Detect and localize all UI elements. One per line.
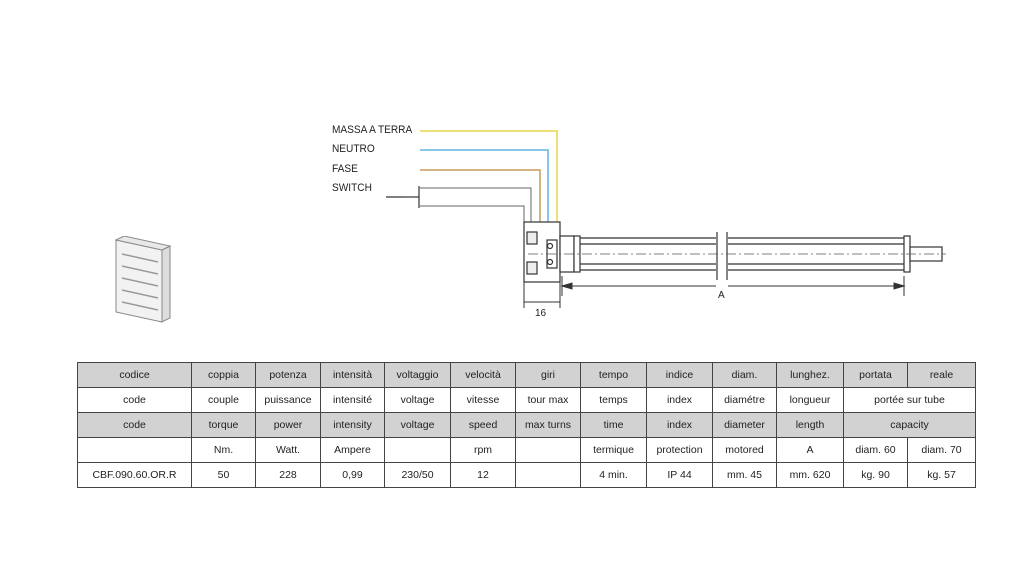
table-cell: max turns [515,412,581,438]
table-cell: mm. 620 [776,462,844,488]
table-cell: diamétre [712,387,777,413]
table-cell: Watt. [255,437,321,463]
table-cell: A [776,437,844,463]
table-row-italian: codice coppia potenza intensità voltaggi… [77,362,976,388]
label-neutral: NEUTRO [332,143,375,155]
dimension-a-label: A [718,290,725,301]
dimension-a [560,276,906,296]
table-cell: tempo [580,362,647,388]
table-cell: kg. 90 [843,462,908,488]
table-cell: portata [843,362,908,388]
spec-table: codice coppia potenza intensità voltaggi… [77,362,976,488]
table-cell: rpm [450,437,516,463]
table-cell: velocità [450,362,516,388]
table-cell: puissance [255,387,321,413]
label-phase: FASE [332,163,358,175]
table-cell: longueur [776,387,844,413]
table-cell: code [77,412,192,438]
table-cell: code [77,387,192,413]
dimension-16-label: 16 [535,308,547,319]
table-cell: kg. 57 [907,462,976,488]
table-cell: intensité [320,387,385,413]
table-cell [515,462,581,488]
table-cell: 12 [450,462,516,488]
table-cell: potenza [255,362,321,388]
table-cell: time [580,412,647,438]
table-cell: codice [77,362,192,388]
table-cell: index [646,387,713,413]
table-cell: Nm. [191,437,256,463]
table-cell: intensità [320,362,385,388]
motor-diagram: A 16 MASSA A TERRA NEUTRO FASE SWITCH [114,124,946,323]
table-cell: coppia [191,362,256,388]
table-cell: indice [646,362,713,388]
table-cell: mm. 45 [712,462,777,488]
table-cell: CBF.090.60.OR.R [77,462,192,488]
table-cell: 4 min. [580,462,647,488]
table-cell: index [646,412,713,438]
dimension-16 [523,282,561,308]
table-cell: reale [907,362,976,388]
motor-drawing: A 16 [386,130,946,319]
table-cell: giri [515,362,581,388]
table-cell: voltage [384,412,451,438]
table-cell: capacity [843,412,976,438]
table-cell: 50 [191,462,256,488]
table-cell [515,437,581,463]
table-cell: temps [580,387,647,413]
table-cell: intensity [320,412,385,438]
table-cell: portée sur tube [843,387,976,413]
wire-switch-top [420,187,532,222]
table-row-units: Nm. Watt. Ampere rpm termique protection… [77,437,976,463]
motor-head [523,221,581,283]
table-cell [77,437,192,463]
wire-neutral [420,149,549,222]
table-cell: 228 [255,462,321,488]
table-cell: voltaggio [384,362,451,388]
table-cell: power [255,412,321,438]
table-cell: motored [712,437,777,463]
table-cell: lunghez. [776,362,844,388]
label-switch: SWITCH [332,182,372,194]
table-row-values: CBF.090.60.OR.R 50 228 0,99 230/50 12 4 … [77,462,976,488]
table-cell: diam. [712,362,777,388]
table-cell: couple [191,387,256,413]
table-cell: Ampere [320,437,385,463]
table-cell: diam. 70 [907,437,976,463]
wire-earth [420,130,558,222]
table-cell: length [776,412,844,438]
table-cell: speed [450,412,516,438]
table-row-french: code couple puissance intensité voltage … [77,387,976,413]
table-cell: 230/50 [384,462,451,488]
table-cell: diam. 60 [843,437,908,463]
table-cell: 0,99 [320,462,385,488]
table-cell: tour max [515,387,581,413]
switch-bracket [386,186,420,208]
wire-switch-bottom [420,205,525,222]
table-cell: IP 44 [646,462,713,488]
table-cell: protection [646,437,713,463]
table-row-english: code torque power intensity voltage spee… [77,412,976,438]
table-cell: voltage [384,387,451,413]
table-cell: vitesse [450,387,516,413]
wire-phase [420,169,541,222]
table-cell: torque [191,412,256,438]
table-cell: diameter [712,412,777,438]
table-cell [384,437,451,463]
shutter-icon [114,236,172,323]
table-cell: termique [580,437,647,463]
label-earth: MASSA A TERRA [332,124,413,136]
motor-tube [580,235,943,273]
tube-break [716,232,728,280]
